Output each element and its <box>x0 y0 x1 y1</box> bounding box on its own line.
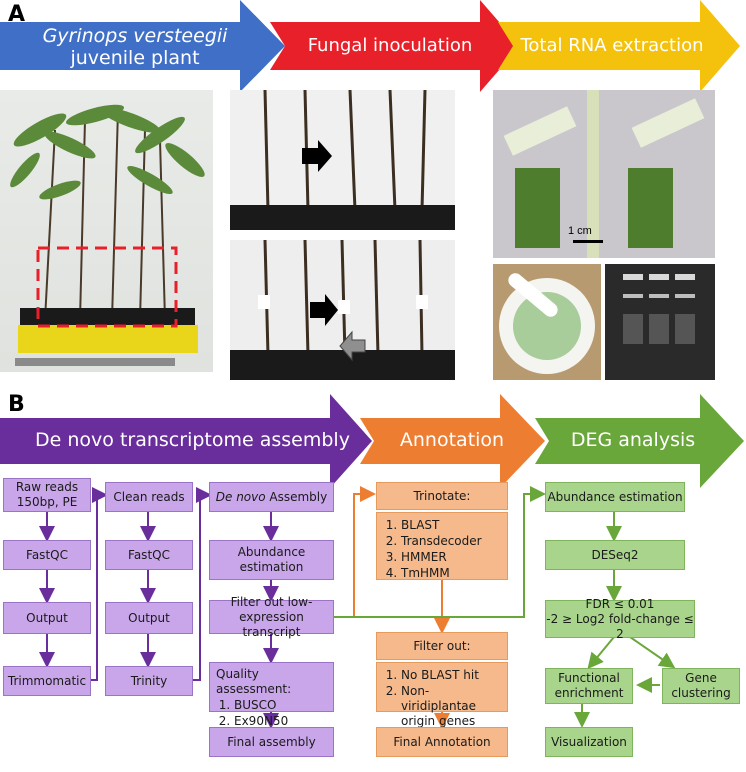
quality-assessment-box: Quality assessment: BUSCO Ex90N50 <box>209 662 334 728</box>
rna-arrow-shape <box>498 0 740 92</box>
annotation-arrow-label: Annotation <box>399 429 505 452</box>
deg-abundance-box: Abundance estimation <box>545 482 685 512</box>
plant-illustration <box>10 104 205 366</box>
stem-tissue-photo: 1 cm <box>493 90 715 258</box>
mortar-photo <box>493 264 601 380</box>
filter-out-list: No BLAST hit Non- viridiplantae origin g… <box>383 667 501 730</box>
final-assembly-box: Final assembly <box>209 727 334 757</box>
assembly-arrow-shape <box>0 394 372 488</box>
annotation-arrow-shape <box>360 394 545 488</box>
functional-enrichment-box: Functional enrichment <box>545 668 633 704</box>
quality-title: Quality assessment: <box>216 667 292 696</box>
clean-reads-box: Clean reads <box>105 482 193 512</box>
deseq2-box: DESeq2 <box>545 540 685 570</box>
filter-low-expression-box: Filter out low-expression transcript <box>209 595 334 639</box>
filter-out-title-box: Filter out: <box>376 632 508 660</box>
deg-arrow-label: DEG analysis <box>570 429 696 452</box>
quality-item: Ex90N50 <box>234 714 288 729</box>
raw-reads-box: Raw reads 150bp, PE <box>3 478 91 512</box>
plant-arrow <box>0 0 740 92</box>
visualization-box: Visualization <box>545 727 633 757</box>
gene-clustering-box: Gene clustering <box>662 668 740 704</box>
trinity-box: Trinity <box>105 666 193 696</box>
de-novo-assembly-box: De novo Assembly <box>209 482 334 512</box>
panel-b-arrows <box>0 394 744 488</box>
rna-arrow-label: Total RNA extraction <box>520 34 704 56</box>
filter-out-item: Non- viridiplantae origin genes <box>401 684 501 729</box>
highlight-box <box>36 246 178 328</box>
output-box-2: Output <box>105 602 193 634</box>
fdr-line1: FDR ≤ 0.01 <box>585 596 655 611</box>
fdr-threshold-box: FDR ≤ 0.01 -2 ≥ Log2 fold-change ≤ 2 <box>545 596 695 641</box>
inoculation-arrow-shape <box>270 0 520 92</box>
trimmomatic-box: Trimmomatic <box>3 666 91 696</box>
inoculation-photo-bottom <box>230 240 455 380</box>
plant-photo <box>0 90 213 372</box>
trinotate-item: BLAST <box>401 518 482 533</box>
plant-arrow-shape <box>0 0 285 92</box>
fdr-line2: -2 ≥ Log2 fold-change ≤ 2 <box>546 611 694 641</box>
filter-out-list-box: No BLAST hit Non- viridiplantae origin g… <box>376 662 508 728</box>
fastqc-box-2: FastQC <box>105 540 193 570</box>
filter-out-item: No BLAST hit <box>401 668 501 683</box>
deg-arrow-shape <box>535 394 744 488</box>
trinotate-list-box: BLAST Transdecoder HMMER TmHMM <box>376 512 508 580</box>
grey-arrow-icon <box>339 330 366 362</box>
panel-b-label: B <box>8 392 25 417</box>
black-arrow-icon <box>302 140 332 172</box>
de-novo-italic: De novo <box>215 489 266 504</box>
tissue-illustration <box>503 90 705 258</box>
gel-photo <box>605 264 715 380</box>
fastqc-box-1: FastQC <box>3 540 91 570</box>
quality-list: BUSCO Ex90N50 <box>216 697 288 730</box>
assembly-label: Assembly <box>265 489 328 504</box>
trinotate-title-box: Trinotate: <box>376 482 508 510</box>
assembly-arrow-label: De novo transcriptome assembly <box>35 429 350 452</box>
final-annotation-box: Final Annotation <box>376 727 508 757</box>
plant-arrow-label: Gyrinops versteegii juvenile plant <box>30 22 240 74</box>
black-arrow-icon-2 <box>310 294 338 326</box>
stems-bottom <box>230 240 455 380</box>
scale-bar-label: 1 cm <box>568 225 592 237</box>
trinotate-item: Transdecoder <box>401 534 482 549</box>
quality-item: BUSCO <box>234 698 288 713</box>
mortar-illustration <box>499 273 595 374</box>
scale-bar <box>573 240 603 243</box>
inoculation-photo-top <box>230 90 455 230</box>
inoculation-arrow-label: Fungal inoculation <box>307 34 473 56</box>
abundance-estimation-box: Abundance estimation <box>209 540 334 580</box>
species-name: Gyrinops versteegii <box>42 25 228 48</box>
trinotate-list: BLAST Transdecoder HMMER TmHMM <box>383 517 482 582</box>
panel-a-label: A <box>8 2 26 27</box>
stems-top <box>230 90 455 230</box>
output-box-1: Output <box>3 602 91 634</box>
plant-stage: juvenile plant <box>70 47 200 69</box>
gel-illustration <box>623 274 695 344</box>
trinotate-item: HMMER <box>401 550 482 565</box>
trinotate-item: TmHMM <box>401 566 482 581</box>
